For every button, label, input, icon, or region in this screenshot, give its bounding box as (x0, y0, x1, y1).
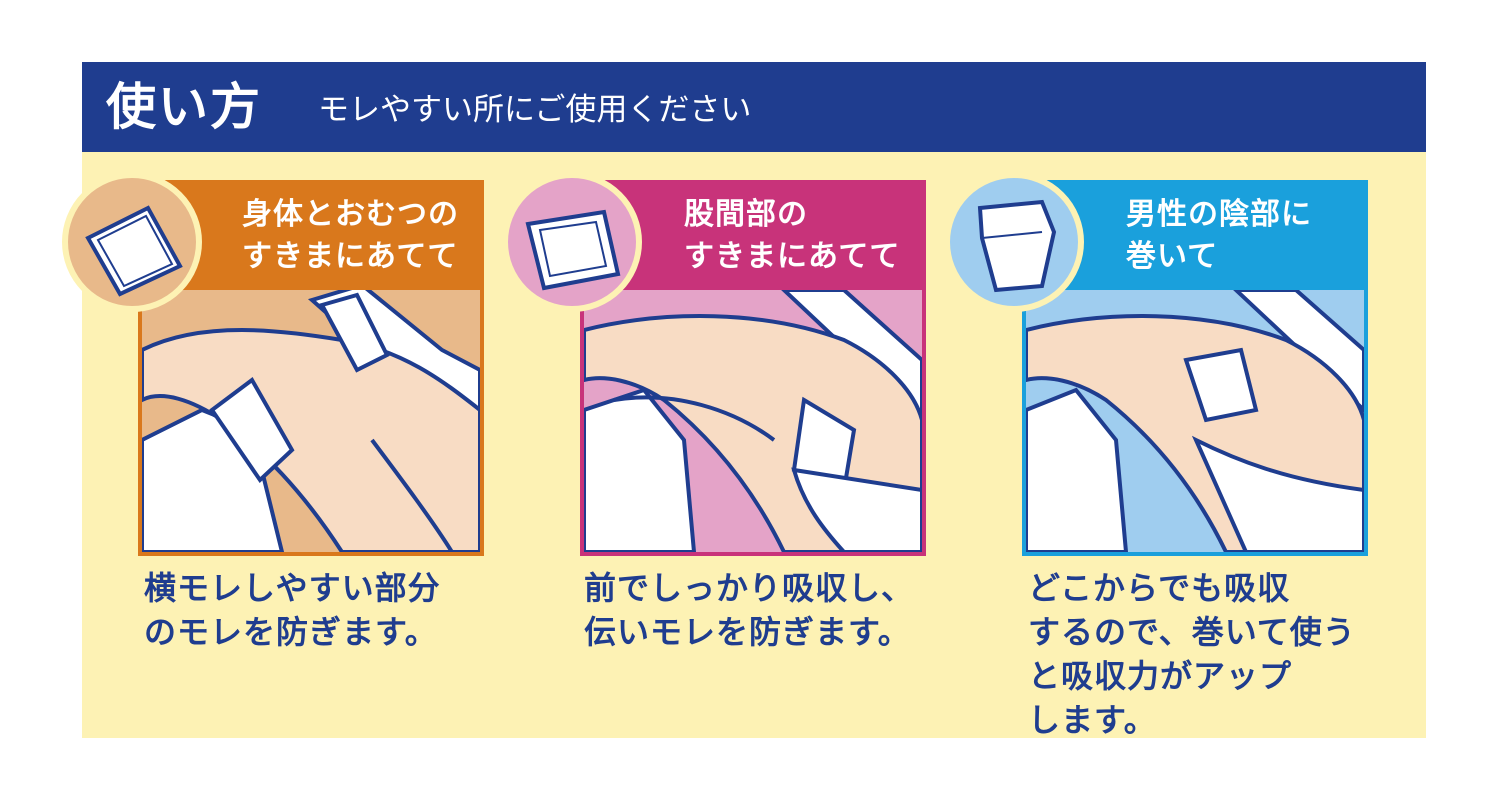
step-card-2-header: 股間部の すきまにあてて (580, 180, 926, 290)
step-card-1-header: 身体とおむつの すきまにあてて (138, 180, 484, 290)
header-banner: 使い方 モレやすい所にご使用ください (82, 62, 1426, 152)
step-card-3-label: 男性の陰部に 巻いて (1126, 197, 1312, 274)
step-card-3-description: どこからでも吸収 するので、巻いて使う と吸収力がアップ します。 (1028, 569, 1356, 739)
body-diaper-gap-illustration (142, 290, 480, 552)
page-subtitle: モレやすい所にご使用ください (318, 92, 752, 128)
crotch-gap-illustration (584, 290, 922, 552)
wrapped-pad-icon (944, 172, 1084, 312)
step-card-2-label: 股間部の すきまにあてて (684, 197, 901, 274)
step-card-3-header: 男性の陰部に 巻いて (1022, 180, 1368, 290)
square-pad-icon (62, 172, 202, 312)
wrap-illustration (1026, 290, 1364, 552)
step-card-1-description: 横モレしやすい部分 のモレを防ぎます。 (144, 569, 441, 651)
instruction-panel: 身体とおむつの すきまにあてて 横モレしやすい部分 のモレを防ぎます。 股間部の… (62, 152, 1426, 739)
page-title: 使い方 (106, 78, 262, 136)
step-card-1-label: 身体とおむつの すきまにあてて (242, 197, 459, 274)
folded-pad-icon (502, 172, 642, 312)
step-card-1: 身体とおむつの すきまにあてて (138, 180, 484, 556)
step-card-2-description: 前でしっかり吸収し、 伝いモレを防ぎます。 (584, 569, 915, 651)
